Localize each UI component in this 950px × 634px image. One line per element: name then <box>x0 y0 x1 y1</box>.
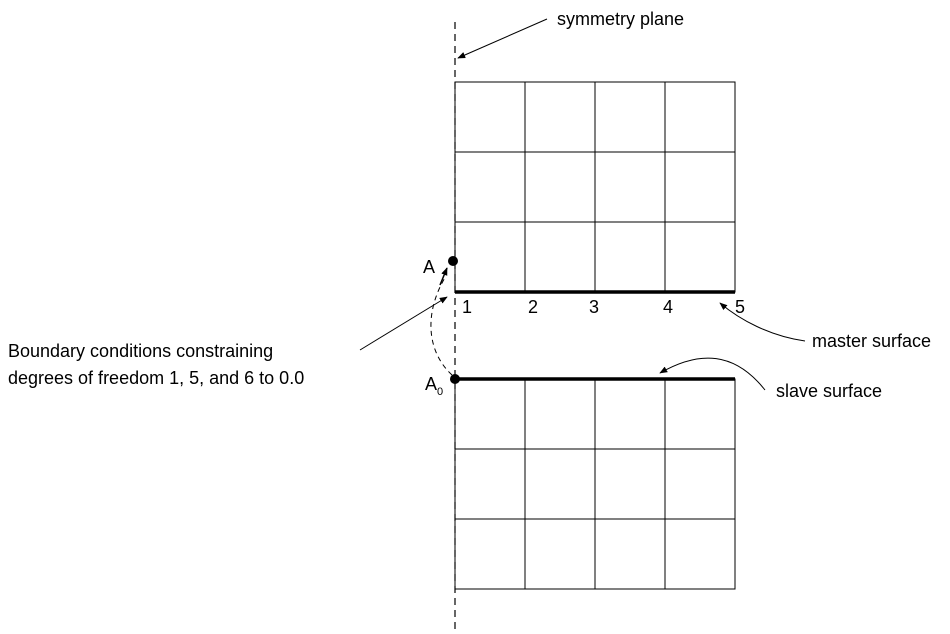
point-a0-label-subscript: 0 <box>437 386 443 398</box>
slave-surface-label: slave surface <box>776 381 882 401</box>
point-a-marker <box>448 256 458 266</box>
point-a-label: A <box>423 257 435 277</box>
motion-path <box>430 275 453 376</box>
boundary-conditions-line2: degrees of freedom 1, 5, and 6 to 0.0 <box>8 368 304 388</box>
master-surface-leader <box>719 302 806 342</box>
boundary-conditions-line1: Boundary conditions constraining <box>8 341 273 361</box>
symmetry-plane-label: symmetry plane <box>557 9 684 29</box>
master-surface-label: master surface <box>812 331 931 351</box>
boundary-conditions-leader <box>359 296 448 351</box>
node-number-4: 4 <box>663 297 673 317</box>
node-number-3: 3 <box>589 297 599 317</box>
node-number-5: 5 <box>735 297 745 317</box>
node-number-2: 2 <box>528 297 538 317</box>
symmetry-plane-leader <box>457 18 548 59</box>
point-a0-marker <box>450 374 460 384</box>
point-a0-label-main: A <box>425 374 437 394</box>
slave-surface-leader <box>659 357 766 391</box>
lower-mesh <box>454 378 736 590</box>
node-number-1: 1 <box>462 297 472 317</box>
upper-mesh <box>454 81 736 293</box>
point-a-arrow <box>439 267 448 286</box>
point-a0-label: A0 <box>425 374 443 398</box>
